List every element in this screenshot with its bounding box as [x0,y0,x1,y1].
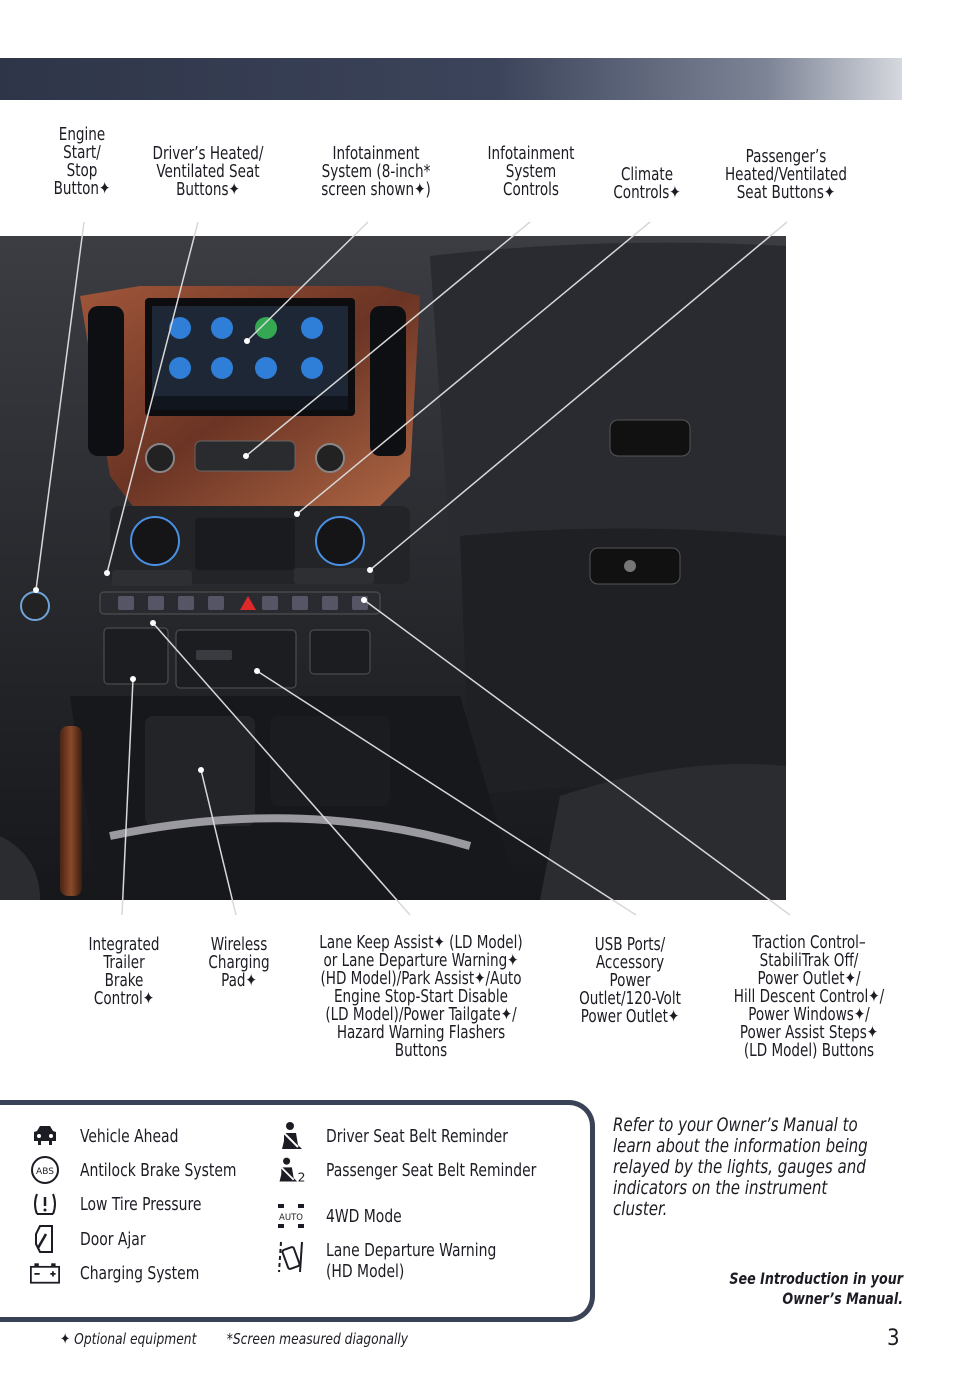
4wd-auto-icon: AUTO [276,1201,306,1231]
abs-icon: ABS [30,1155,60,1185]
battery-icon [30,1258,60,1288]
svg-text:AUTO: AUTO [279,1213,303,1223]
lane-departure-icon [276,1241,306,1273]
callout-driver-seat-buttons: Driver’s Heated/ Ventilated Seat Buttons… [152,144,264,200]
legend-door-ajar: Door Ajar [30,1224,156,1254]
optional-equipment-note: ✦ Optional equipment [60,1330,197,1348]
door-ajar-icon [30,1224,60,1254]
legend-vehicle-ahead: Vehicle Ahead [30,1121,194,1151]
dashboard-photo [0,236,786,900]
see-introduction: See Introduction in your Owner’s Manual. [729,1269,903,1308]
header-bar [0,58,902,100]
dashboard-illustration [0,236,786,900]
svg-text:ABS: ABS [36,1167,54,1177]
callout-climate-controls: Climate Controls✦ [613,165,681,203]
callout-infotainment-system: Infotainment System (8-inch* screen show… [321,144,431,200]
seatbelt-icon [276,1121,306,1151]
callout-lane-keep-buttons: Lane Keep Assist✦ (LD Model) or Lane Dep… [319,933,523,1061]
screen-measurement-note: *Screen measured diagonally [226,1330,409,1348]
passenger-seatbelt-icon: 2 [276,1155,306,1185]
callout-engine-start: Engine Start/ Stop Button✦ [53,125,111,199]
callout-passenger-seat-buttons: Passenger’s Heated/Ventilated Seat Butto… [724,147,847,203]
callout-trailer-brake: Integrated Trailer Brake Control✦ [88,935,160,1009]
callout-wireless-charging: Wireless Charging Pad✦ [208,935,270,991]
legend-charging-system: Charging System [30,1258,219,1288]
footer-notes: ✦ Optional equipment *Screen measured di… [60,1330,434,1348]
callout-usb-ports: USB Ports/ Accessory Power Outlet/120-Vo… [579,935,681,1027]
tire-pressure-icon [30,1189,60,1219]
indicator-legend [0,1100,595,1322]
page-number: 3 [887,1326,900,1351]
callout-traction-control: Traction Control– StabiliTrak Off/ Power… [733,933,885,1061]
legend-4wd-mode: AUTO 4WD Mode [276,1201,414,1231]
legend-abs: ABS Antilock Brake System [30,1155,262,1185]
svg-text:2: 2 [298,1170,306,1184]
legend-passenger-seatbelt: 2 Passenger Seat Belt Reminder [276,1155,571,1185]
legend-tire-pressure: Low Tire Pressure [30,1189,221,1219]
vehicle-ahead-icon [30,1121,60,1151]
callout-infotainment-controls: Infotainment System Controls [487,144,575,200]
owners-manual-note: Refer to your Owner’s Manual to learn ab… [613,1114,868,1220]
legend-driver-seatbelt: Driver Seat Belt Reminder [276,1121,538,1151]
legend-lane-departure: Lane Departure Warning (HD Model) [276,1240,524,1282]
